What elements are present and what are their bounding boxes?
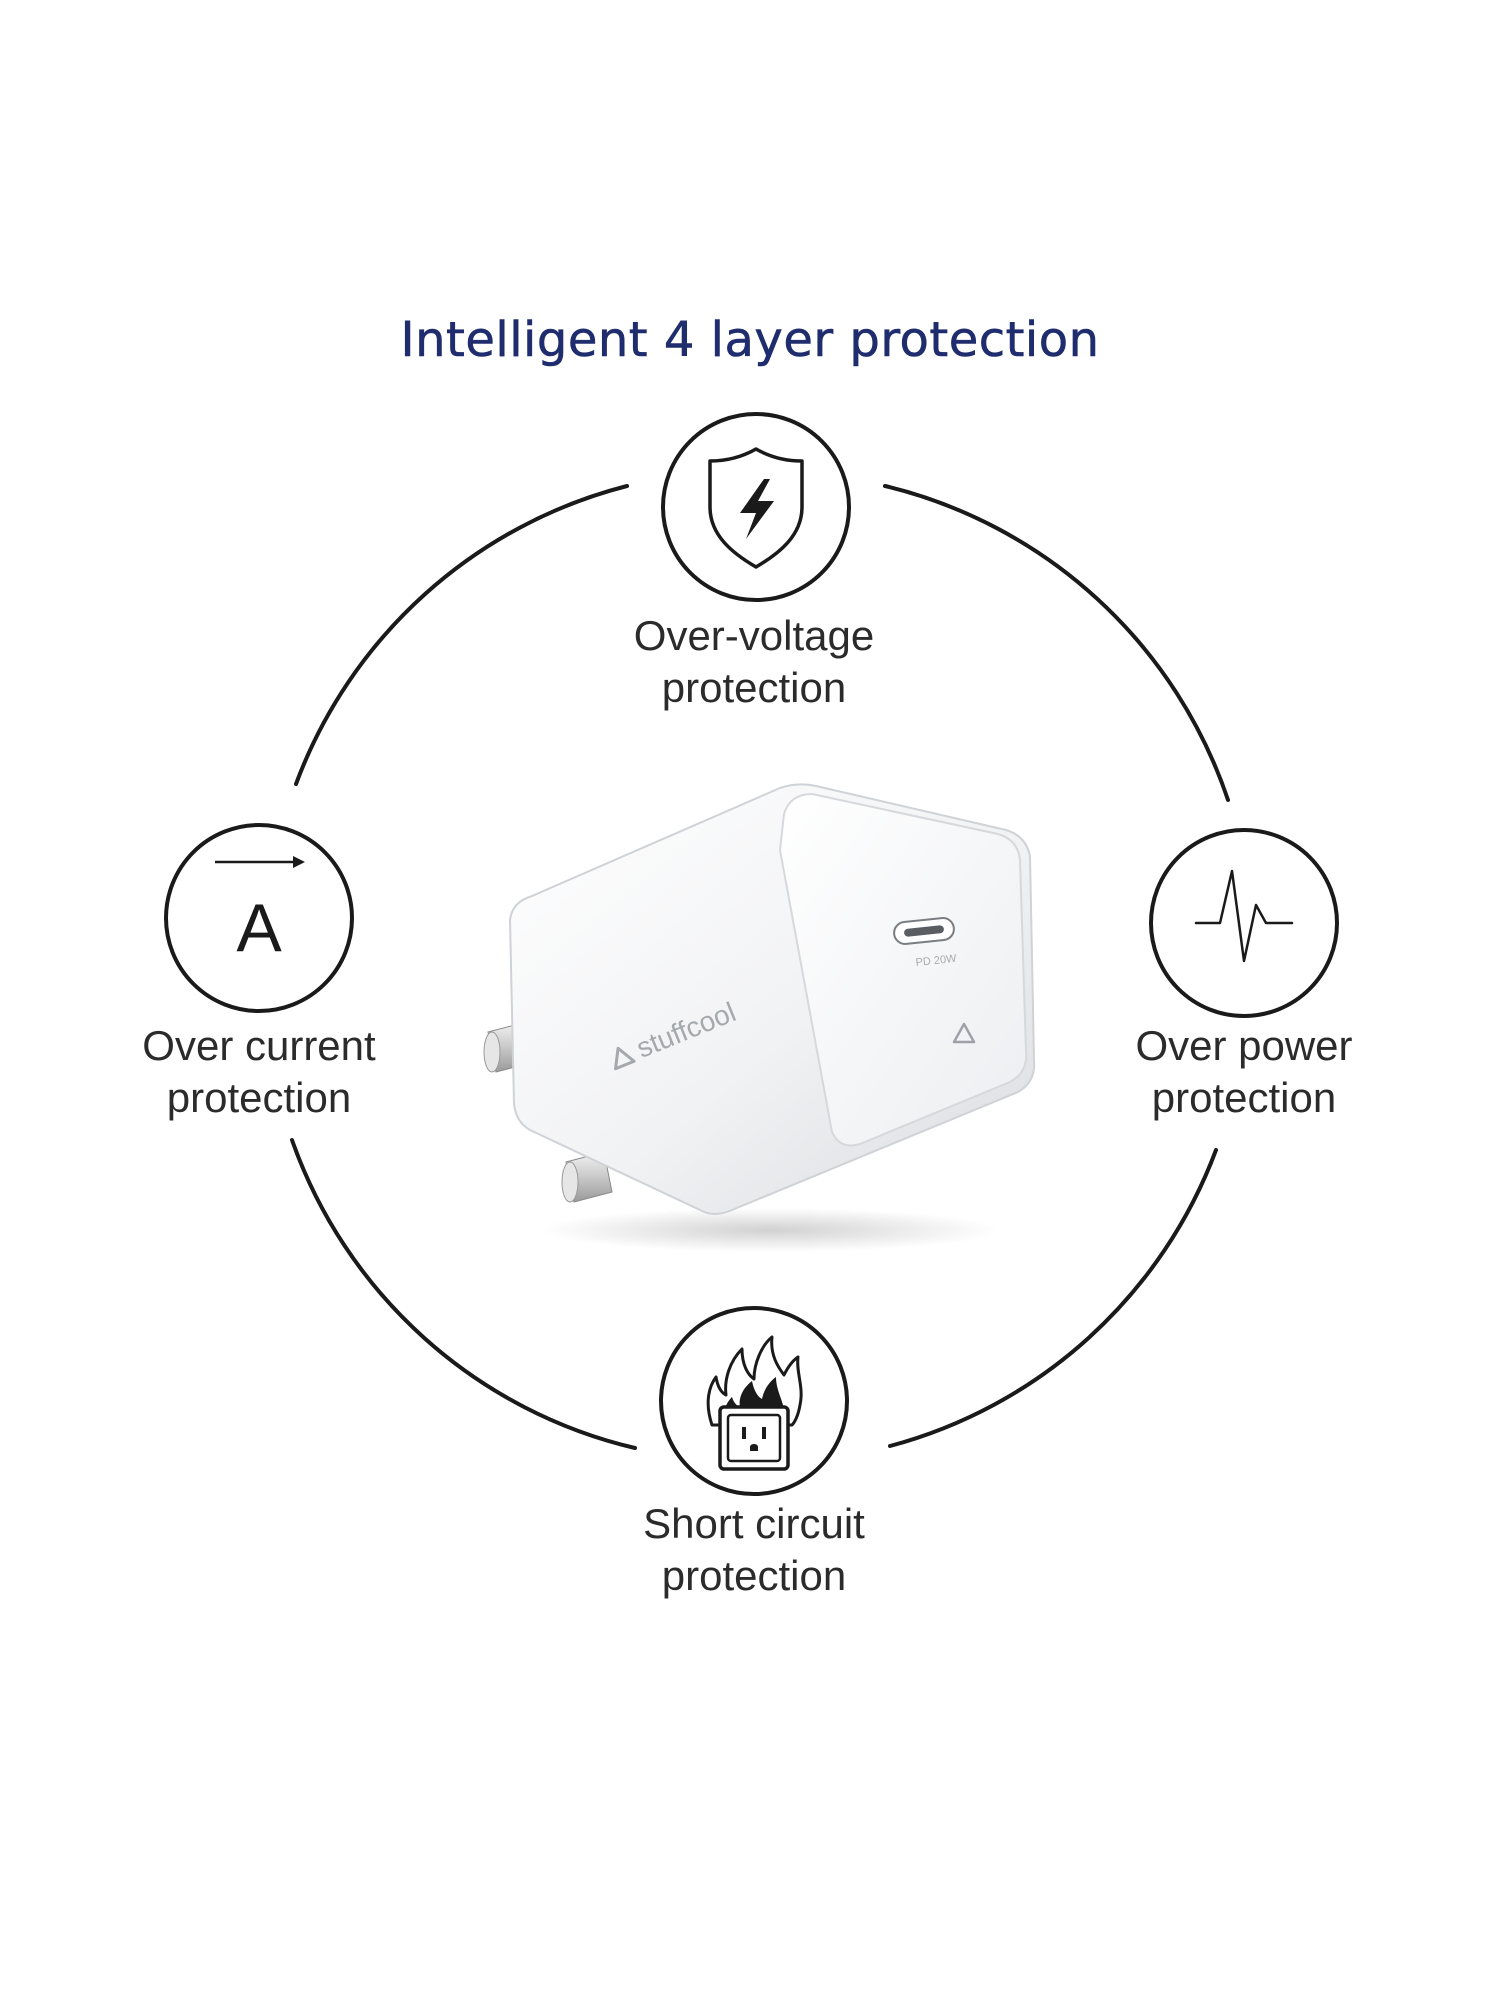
over-voltage-line1: Over-voltage bbox=[633, 612, 875, 659]
short-circuit-label: Short circuit protection bbox=[574, 1498, 934, 1602]
over-power-label: Over power protection bbox=[1064, 1020, 1424, 1124]
ampere-circle bbox=[164, 823, 354, 1013]
ring-arc-top-left bbox=[294, 484, 629, 786]
over-current-label: Over current protection bbox=[79, 1020, 439, 1124]
brand-logo-icon bbox=[614, 1046, 636, 1071]
page-title: Intelligent 4 layer protection bbox=[400, 312, 1100, 369]
ring-arc-bottom-left bbox=[290, 1138, 637, 1450]
charger-product-image: PD 20W stuffcool bbox=[483, 783, 1036, 1252]
port-label: PD 20W bbox=[915, 953, 958, 969]
over-voltage-label: Over-voltage protection bbox=[574, 610, 934, 714]
ring-arc-bottom-right bbox=[888, 1148, 1218, 1448]
short-circuit-line2: protection bbox=[661, 1552, 847, 1599]
charger-face bbox=[778, 792, 1028, 1147]
pulse-wave-icon bbox=[1149, 828, 1339, 1018]
ampere-glyph: A bbox=[236, 890, 282, 966]
over-voltage-line2: protection bbox=[661, 664, 847, 711]
face-logo-icon bbox=[952, 1022, 976, 1044]
shield-lightning-icon bbox=[661, 412, 851, 602]
short-circuit-line1: Short circuit bbox=[643, 1500, 865, 1547]
over-current-line1: Over current bbox=[142, 1022, 376, 1069]
over-current-line2: protection bbox=[166, 1074, 352, 1121]
ampere-arrow-icon: A bbox=[163, 822, 355, 1014]
over-power-line2: protection bbox=[1151, 1074, 1337, 1121]
burning-socket-icon bbox=[659, 1306, 849, 1496]
over-power-line1: Over power bbox=[1135, 1022, 1353, 1069]
ring-arc-top-right bbox=[883, 484, 1230, 802]
